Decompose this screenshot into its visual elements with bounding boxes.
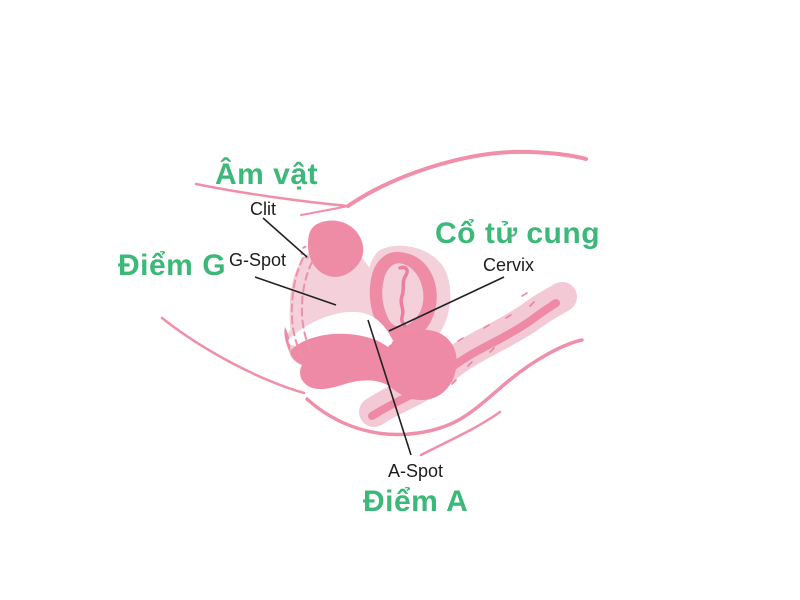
cervix-pointer-line <box>388 276 505 332</box>
body-outline-mons-left <box>194 182 350 208</box>
label-cervix-en: Cervix <box>483 255 535 275</box>
label-a-spot-en: A-Spot <box>388 461 444 481</box>
bladder-shape <box>289 245 377 347</box>
g-spot-pointer-line <box>254 276 337 306</box>
endometrial-canal-line <box>398 265 409 328</box>
pubic-mound-shape <box>308 220 364 277</box>
body-outline-buttock <box>305 338 584 437</box>
label-cervix-vi: Cổ tử cung <box>435 217 601 250</box>
labia-fold-detail <box>284 327 291 352</box>
urethra-dashed-outline-right <box>300 261 313 352</box>
perineum-mass-shape <box>290 329 457 401</box>
label-clitoris-vi: Âm vật <box>215 158 319 191</box>
label-a-spot-vi: Điểm A <box>363 485 469 518</box>
vaginal-canal-highlight <box>288 311 393 346</box>
body-outline-thigh-fold <box>419 410 502 457</box>
label-clitoris-en: Clit <box>250 199 276 219</box>
label-g-spot-en: G-Spot <box>229 250 287 270</box>
label-g-spot-vi: Điểm G <box>118 249 227 282</box>
a-spot-pointer-line <box>367 319 412 456</box>
clit-pointer-line <box>262 217 308 258</box>
body-outline-hood-notch <box>300 205 349 216</box>
body-outline-abdomen-right <box>346 149 588 208</box>
body-outline-perineum-left <box>160 316 306 395</box>
urethra-dashed-outline-left <box>290 257 305 361</box>
